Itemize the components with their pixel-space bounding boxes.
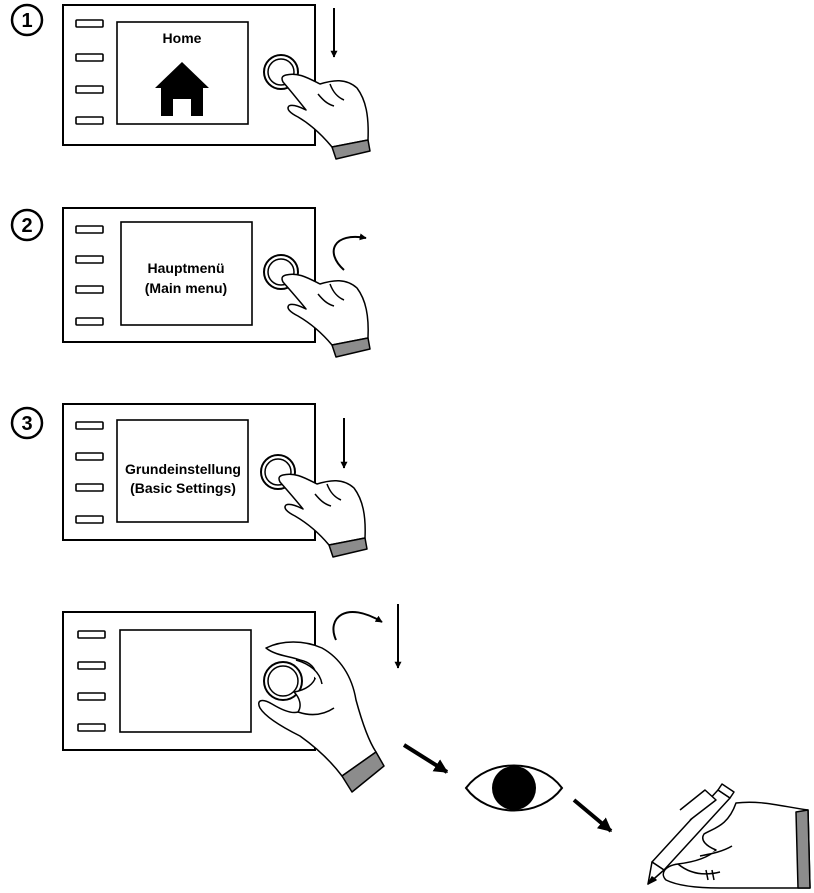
screen-text: Home: [163, 30, 202, 46]
turn-arrow: [332, 233, 367, 271]
hand-writing-icon: [647, 783, 811, 889]
eye-icon: [464, 764, 564, 812]
side-button: [75, 85, 104, 94]
side-button: [75, 19, 104, 28]
house-icon: [155, 62, 209, 116]
step-number-badge: 2: [10, 208, 44, 242]
turn-arrow: [332, 611, 383, 641]
display-screen: [116, 419, 249, 523]
side-buttons: [75, 19, 104, 125]
step-2: 2 Hauptmenü (Main menu): [10, 207, 371, 358]
side-button: [75, 421, 104, 430]
side-button: [75, 285, 104, 294]
side-button: [75, 116, 104, 125]
side-buttons: [75, 421, 104, 524]
side-button: [77, 723, 106, 732]
step-3: 3 Grundeinstellung (Basic Settings): [10, 403, 368, 558]
step-number: 3: [21, 413, 32, 435]
side-button: [77, 661, 106, 670]
rotary-knob: [263, 661, 303, 701]
step-1: 1 Home: [10, 3, 371, 160]
side-button: [75, 483, 104, 492]
flow-arrow: [402, 743, 449, 774]
side-buttons: [75, 225, 104, 326]
side-button: [75, 515, 104, 524]
side-button: [75, 53, 104, 62]
side-button: [77, 630, 106, 639]
screen-text: Grundeinstellung: [125, 461, 241, 477]
step-4: [62, 604, 402, 793]
hand-pressing-icon: [281, 273, 371, 358]
step-number-badge: 1: [10, 3, 44, 37]
side-button: [77, 692, 106, 701]
screen-text: (Main menu): [145, 280, 227, 296]
display-screen: [119, 629, 252, 733]
side-button: [75, 452, 104, 461]
step-number: 1: [21, 10, 32, 32]
screen-text: Hauptmenü: [148, 260, 225, 276]
hand-pressing-icon: [281, 73, 371, 160]
hand-turning-knob: [258, 641, 385, 793]
step-number: 2: [21, 215, 32, 237]
hand-pressing-icon: [278, 473, 368, 558]
flow-arrow: [572, 798, 613, 833]
side-button: [75, 225, 104, 234]
screen-text: (Basic Settings): [130, 480, 236, 496]
step-number-badge: 3: [10, 406, 44, 440]
side-button: [75, 255, 104, 264]
side-button: [75, 317, 104, 326]
side-buttons: [77, 630, 106, 732]
display-screen: [120, 221, 253, 326]
